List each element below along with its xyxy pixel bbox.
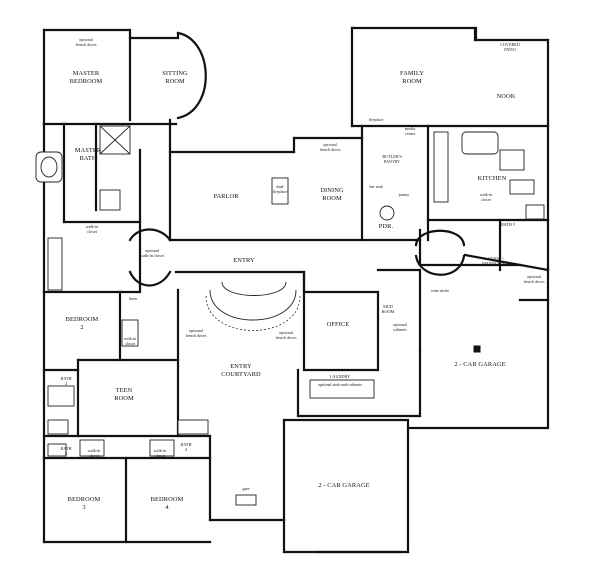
room-label-fireplace: fireplace (369, 117, 384, 122)
kitchen-island-icon (461, 131, 499, 155)
dual-fireplace-icon (271, 177, 289, 205)
room-label-guest-maids-room: GUEST /MAID'S ROOM (482, 256, 510, 266)
room-label-parlor: PARLOR (213, 193, 239, 200)
room-label-bath-5: BATH 5 (501, 222, 515, 227)
note-bar-sink: bar sink (369, 184, 383, 189)
room-label-pdr: PDR. (379, 223, 394, 230)
room-label-garage-2car-right: 2 - CAR GARAGE (454, 361, 505, 368)
note-optional-laundry-cabinets: optional sink-and-cabinets (318, 382, 363, 387)
room-label-garage-2car-bottom: 2 - CAR GARAGE (318, 482, 369, 489)
room-label-linen: linen (129, 296, 138, 301)
room-label-pantry: pantry (399, 192, 411, 197)
room-label-gate: gate (243, 486, 250, 491)
room-label-nook: NOOK (497, 93, 516, 100)
room-label-office: OFFICE (327, 321, 350, 328)
note-wine-niche: wine niche (431, 288, 449, 293)
room-label-entry: ENTRY (233, 257, 255, 264)
room-label-laundry: LAUNDRY (330, 374, 350, 379)
curved-elements (128, 228, 466, 331)
master-tub-icon (35, 151, 63, 183)
fixtures (35, 125, 545, 506)
room-label-kitchen: KITCHEN (478, 175, 507, 182)
